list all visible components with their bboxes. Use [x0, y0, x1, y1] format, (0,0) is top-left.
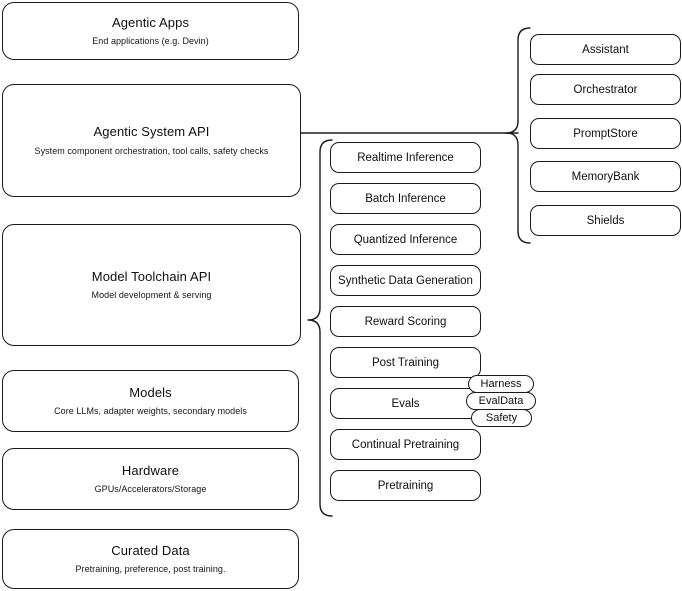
toolchain-item-synthetic-data-generation[interactable]: Synthetic Data Generation: [330, 265, 481, 296]
evals-tag-evaldata[interactable]: EvalData: [466, 392, 536, 410]
toolchain-item-evals[interactable]: Evals: [330, 388, 481, 419]
layer-subtitle: GPUs/Accelerators/Storage: [94, 484, 207, 494]
toolchain-item-pretraining[interactable]: Pretraining: [330, 470, 481, 501]
layer-title: Agentic System API: [93, 124, 210, 140]
layer-card-models[interactable]: Models Core LLMs, adapter weights, secon…: [2, 370, 299, 432]
layer-subtitle: Model development & serving: [91, 290, 212, 300]
layer-title: Models: [129, 384, 172, 400]
layer-card-agentic-system-api[interactable]: Agentic System API System component orch…: [2, 84, 301, 197]
layer-title: Model Toolchain API: [91, 268, 212, 284]
toolchain-item-continual-pretraining[interactable]: Continual Pretraining: [330, 429, 481, 460]
system-api-brace: [505, 27, 531, 244]
layer-card-hardware[interactable]: Hardware GPUs/Accelerators/Storage: [2, 448, 299, 510]
layer-subtitle: Core LLMs, adapter weights, secondary mo…: [54, 406, 247, 416]
model-toolchain-brace: [307, 139, 333, 517]
system-item-promptstore[interactable]: PromptStore: [530, 118, 681, 149]
system-item-assistant[interactable]: Assistant: [530, 34, 681, 65]
layer-title: Hardware: [121, 462, 180, 478]
layer-card-curated-data[interactable]: Curated Data Pretraining, preference, po…: [2, 529, 299, 589]
toolchain-item-quantized-inference[interactable]: Quantized Inference: [330, 224, 481, 255]
layer-subtitle: End applications (e.g. Devin): [92, 36, 209, 46]
toolchain-item-post-training[interactable]: Post Training: [330, 347, 481, 378]
evals-tag-harness[interactable]: Harness: [468, 375, 534, 393]
layer-subtitle: Pretraining, preference, post training.: [75, 564, 226, 574]
layer-card-model-toolchain-api[interactable]: Model Toolchain API Model development & …: [2, 224, 301, 346]
toolchain-item-batch-inference[interactable]: Batch Inference: [330, 183, 481, 214]
system-item-memorybank[interactable]: MemoryBank: [530, 161, 681, 192]
system-item-shields[interactable]: Shields: [530, 205, 681, 236]
layer-title: Curated Data: [111, 542, 190, 558]
toolchain-item-realtime-inference[interactable]: Realtime Inference: [330, 142, 481, 173]
layer-subtitle: System component orchestration, tool cal…: [34, 145, 269, 156]
layer-card-agentic-apps[interactable]: Agentic Apps End applications (e.g. Devi…: [2, 2, 299, 60]
toolchain-item-reward-scoring[interactable]: Reward Scoring: [330, 306, 481, 337]
evals-tag-safety[interactable]: Safety: [471, 409, 532, 427]
layer-title: Agentic Apps: [111, 14, 190, 30]
system-item-orchestrator[interactable]: Orchestrator: [530, 74, 681, 105]
